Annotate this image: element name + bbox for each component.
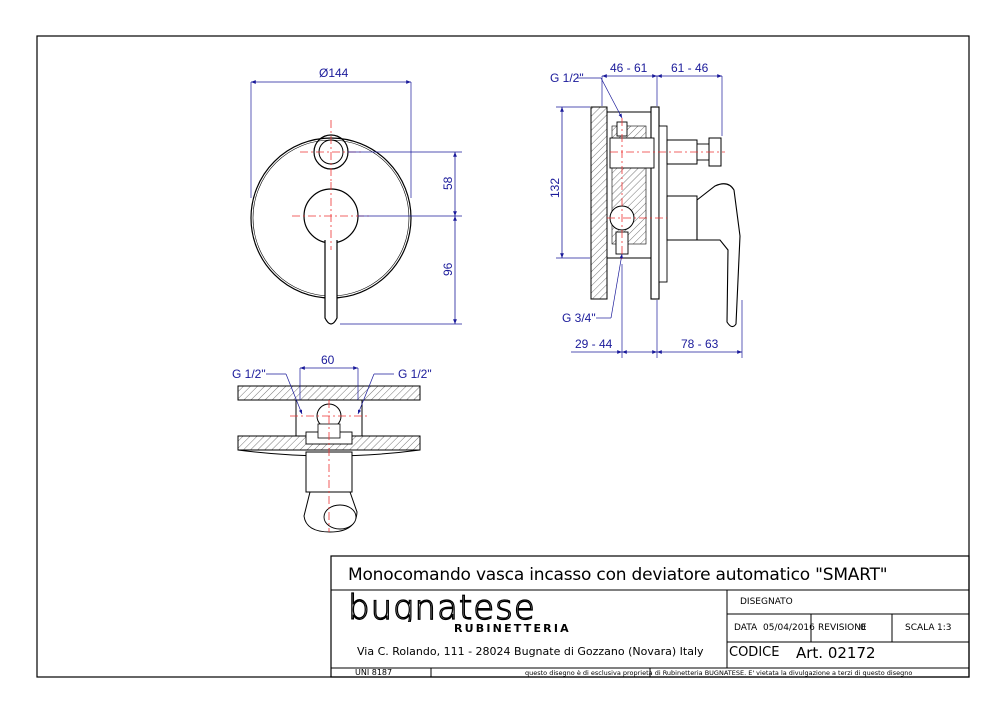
side-outlet-label: G 3/4" [562, 311, 596, 325]
top-right-label: G 1/2" [398, 367, 432, 381]
front-dim-upper: 58 [441, 176, 455, 190]
side-dim-height: 132 [548, 178, 562, 198]
data-label: DATA [734, 623, 758, 633]
company-address: Via C. Rolando, 111 - 28024 Bugnate di G… [357, 645, 704, 658]
brand-logo-mark: bugnatese [347, 592, 536, 622]
brand-logo: bugnatese RUBINETTERIA [346, 592, 568, 638]
title-block-grid [330, 555, 970, 678]
side-dim-top-right: 61 - 46 [671, 61, 709, 75]
disegnato-label: DISEGNATO [740, 597, 793, 607]
data-value: 05/04/2016 [763, 623, 815, 633]
side-view [556, 74, 743, 358]
front-diameter-label: Ø144 [319, 66, 349, 80]
svg-text:bugnatese: bugnatese [348, 592, 536, 622]
front-dim-lower: 96 [441, 262, 455, 276]
revisione-label: REVISIONE [818, 623, 867, 633]
disclaimer-text: questo disegno è di esclusiva proprietà … [525, 669, 913, 677]
side-inlet-label: G 1/2" [550, 71, 584, 85]
brand-subtitle: RUBINETTERIA [454, 622, 571, 635]
revisione-value: 0 [860, 623, 866, 633]
side-dim-bottom-right: 78 - 63 [681, 337, 719, 351]
scala-value: 1:3 [937, 623, 952, 633]
top-dim-width: 60 [321, 353, 335, 367]
uni-standard: UNI 8187 [355, 668, 393, 677]
scala-label: SCALA [905, 623, 935, 633]
side-dim-bottom-left: 29 - 44 [575, 337, 613, 351]
codice-label: CODICE [729, 645, 780, 660]
top-left-label: G 1/2" [232, 367, 266, 381]
codice-value: Art. 02172 [796, 644, 876, 662]
side-dim-top-left: 46 - 61 [610, 61, 648, 75]
drawing-title: Monocomando vasca incasso con deviatore … [348, 565, 888, 585]
top-view [237, 366, 421, 533]
front-view [250, 80, 462, 325]
